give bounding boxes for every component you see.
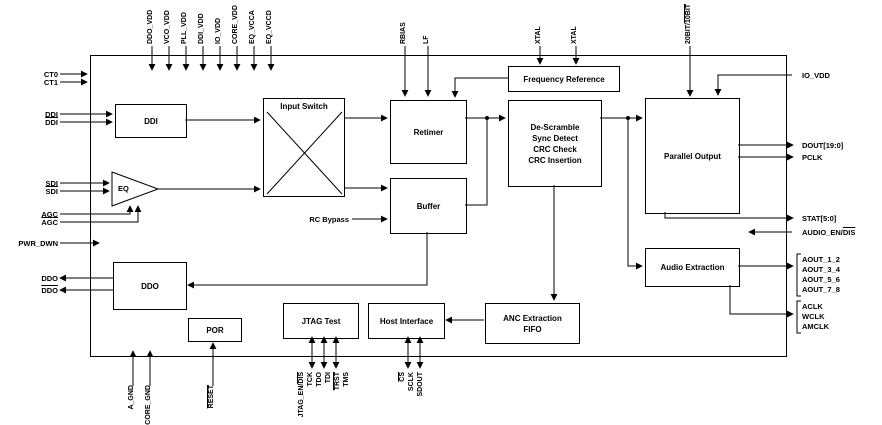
buffer-block: Buffer (390, 178, 467, 234)
audio-extraction-label: Audio Extraction (660, 263, 725, 272)
por-block: POR (188, 318, 242, 342)
pin-sdout: SDOUT (417, 372, 424, 397)
parallel-output-label: Parallel Output (664, 151, 721, 161)
input-switch-label: Input Switch (280, 102, 328, 111)
host-interface-label: Host Interface (379, 316, 434, 326)
pin-wclk: WCLK (802, 312, 825, 321)
pin-a-gnd: A_GND (128, 385, 135, 410)
pin-core-gnd: CORE_GND (145, 385, 152, 425)
pin-pclk: PCLK (802, 153, 823, 162)
por-label: POR (206, 325, 224, 335)
aout-bracket (796, 253, 801, 297)
eq-label: EQ (118, 184, 129, 193)
host-interface-block: Host Interface (368, 303, 445, 339)
pin-pwr-dwn: PWR_DWN (18, 239, 58, 248)
ddo-block-label: DDO (141, 281, 159, 291)
pin-ct0: CT0 (43, 70, 58, 79)
pin-ddi-p: DDI (45, 110, 58, 119)
clock-bracket (796, 300, 801, 334)
pin-core-vdd: CORE_VDD (232, 5, 239, 44)
pin-amclk: AMCLK (802, 322, 830, 331)
pin-rbias: RBIAS (400, 22, 407, 44)
descramble-line-1: De-Scramble (530, 122, 580, 132)
input-switch-block: Input Switch (263, 98, 345, 197)
descramble-block: De-Scramble Sync Detect CRC Check CRC In… (508, 100, 602, 187)
descramble-line-2: Sync Detect (532, 133, 578, 143)
parallel-output-block: Parallel Output (645, 98, 740, 214)
pin-reset: RESET (208, 385, 215, 409)
jtag-test-block: JTAG Test (283, 303, 359, 339)
pin-xtal2: XTAL (571, 26, 578, 44)
anc-extraction-fifo-block: ANC Extraction FIFO (485, 303, 580, 344)
pin-agc-n: AGC (41, 218, 58, 227)
pin-sdi-p: SDI (45, 179, 58, 188)
audio-extraction-block: Audio Extraction (645, 248, 740, 287)
ddi-block-label: DDI (144, 116, 158, 126)
pin-eq-vcca: EQ_VCCA (249, 10, 256, 44)
descramble-line-3: CRC Check (533, 144, 577, 154)
pin-audio-en: AUDIO_EN/DIS (802, 228, 856, 237)
frequency-reference-block: Frequency Reference (508, 66, 620, 92)
pin-aout-5-6: AOUT_5_6 (802, 275, 840, 284)
pin-aout-1-2: AOUT_1_2 (802, 255, 840, 264)
pin-io-vdd-right: IO_VDD (802, 71, 830, 80)
pin-eq-vccd: EQ_VCCD (266, 10, 273, 44)
pin-aout-3-4: AOUT_3_4 (802, 265, 840, 274)
pin-ddi-vdd: DDI_VDD (198, 13, 205, 44)
retimer-label: Retimer (413, 127, 444, 137)
anc-line-1: ANC Extraction (503, 313, 562, 323)
pin-aout-7-8: AOUT_7_8 (802, 285, 840, 294)
retimer-block: Retimer (390, 100, 467, 164)
ddi-block: DDI (115, 104, 187, 138)
pin-lf: LF (423, 35, 430, 44)
pin-sdi-n: SDI (45, 187, 58, 196)
pin-bit-mode: 20BIT/10BIT (685, 3, 692, 44)
pin-ddo-vdd: DDO_VDD (147, 9, 154, 44)
pin-dout: DOUT[19:0] (802, 141, 844, 150)
rc-bypass-label: RC Bypass (309, 215, 349, 224)
pin-io-vdd-top: IO_VDD (215, 17, 222, 44)
pin-ct1: CT1 (43, 78, 58, 87)
frequency-reference-label: Frequency Reference (523, 74, 605, 84)
descramble-line-4: CRC Insertion (528, 155, 582, 165)
ddo-block: DDO (113, 262, 187, 310)
pin-agc-p: AGC (41, 210, 58, 219)
pin-xtal1: XTAL (535, 26, 542, 44)
anc-line-2: FIFO (523, 324, 542, 334)
pin-pll-vdd: PLL_VDD (181, 12, 188, 44)
pin-vco-vdd: VCO_VDD (164, 10, 171, 44)
jtag-test-label: JTAG Test (301, 316, 341, 326)
pin-ddi-n: DDI (45, 118, 58, 127)
pin-stat: STAT[5:0] (802, 214, 837, 223)
pin-tms: TMS (343, 372, 350, 387)
pin-ddo-n: DDO (41, 286, 58, 295)
buffer-label: Buffer (416, 201, 441, 211)
pin-ddo-p: DDO (41, 274, 58, 283)
pin-aclk: ACLK (802, 302, 823, 311)
